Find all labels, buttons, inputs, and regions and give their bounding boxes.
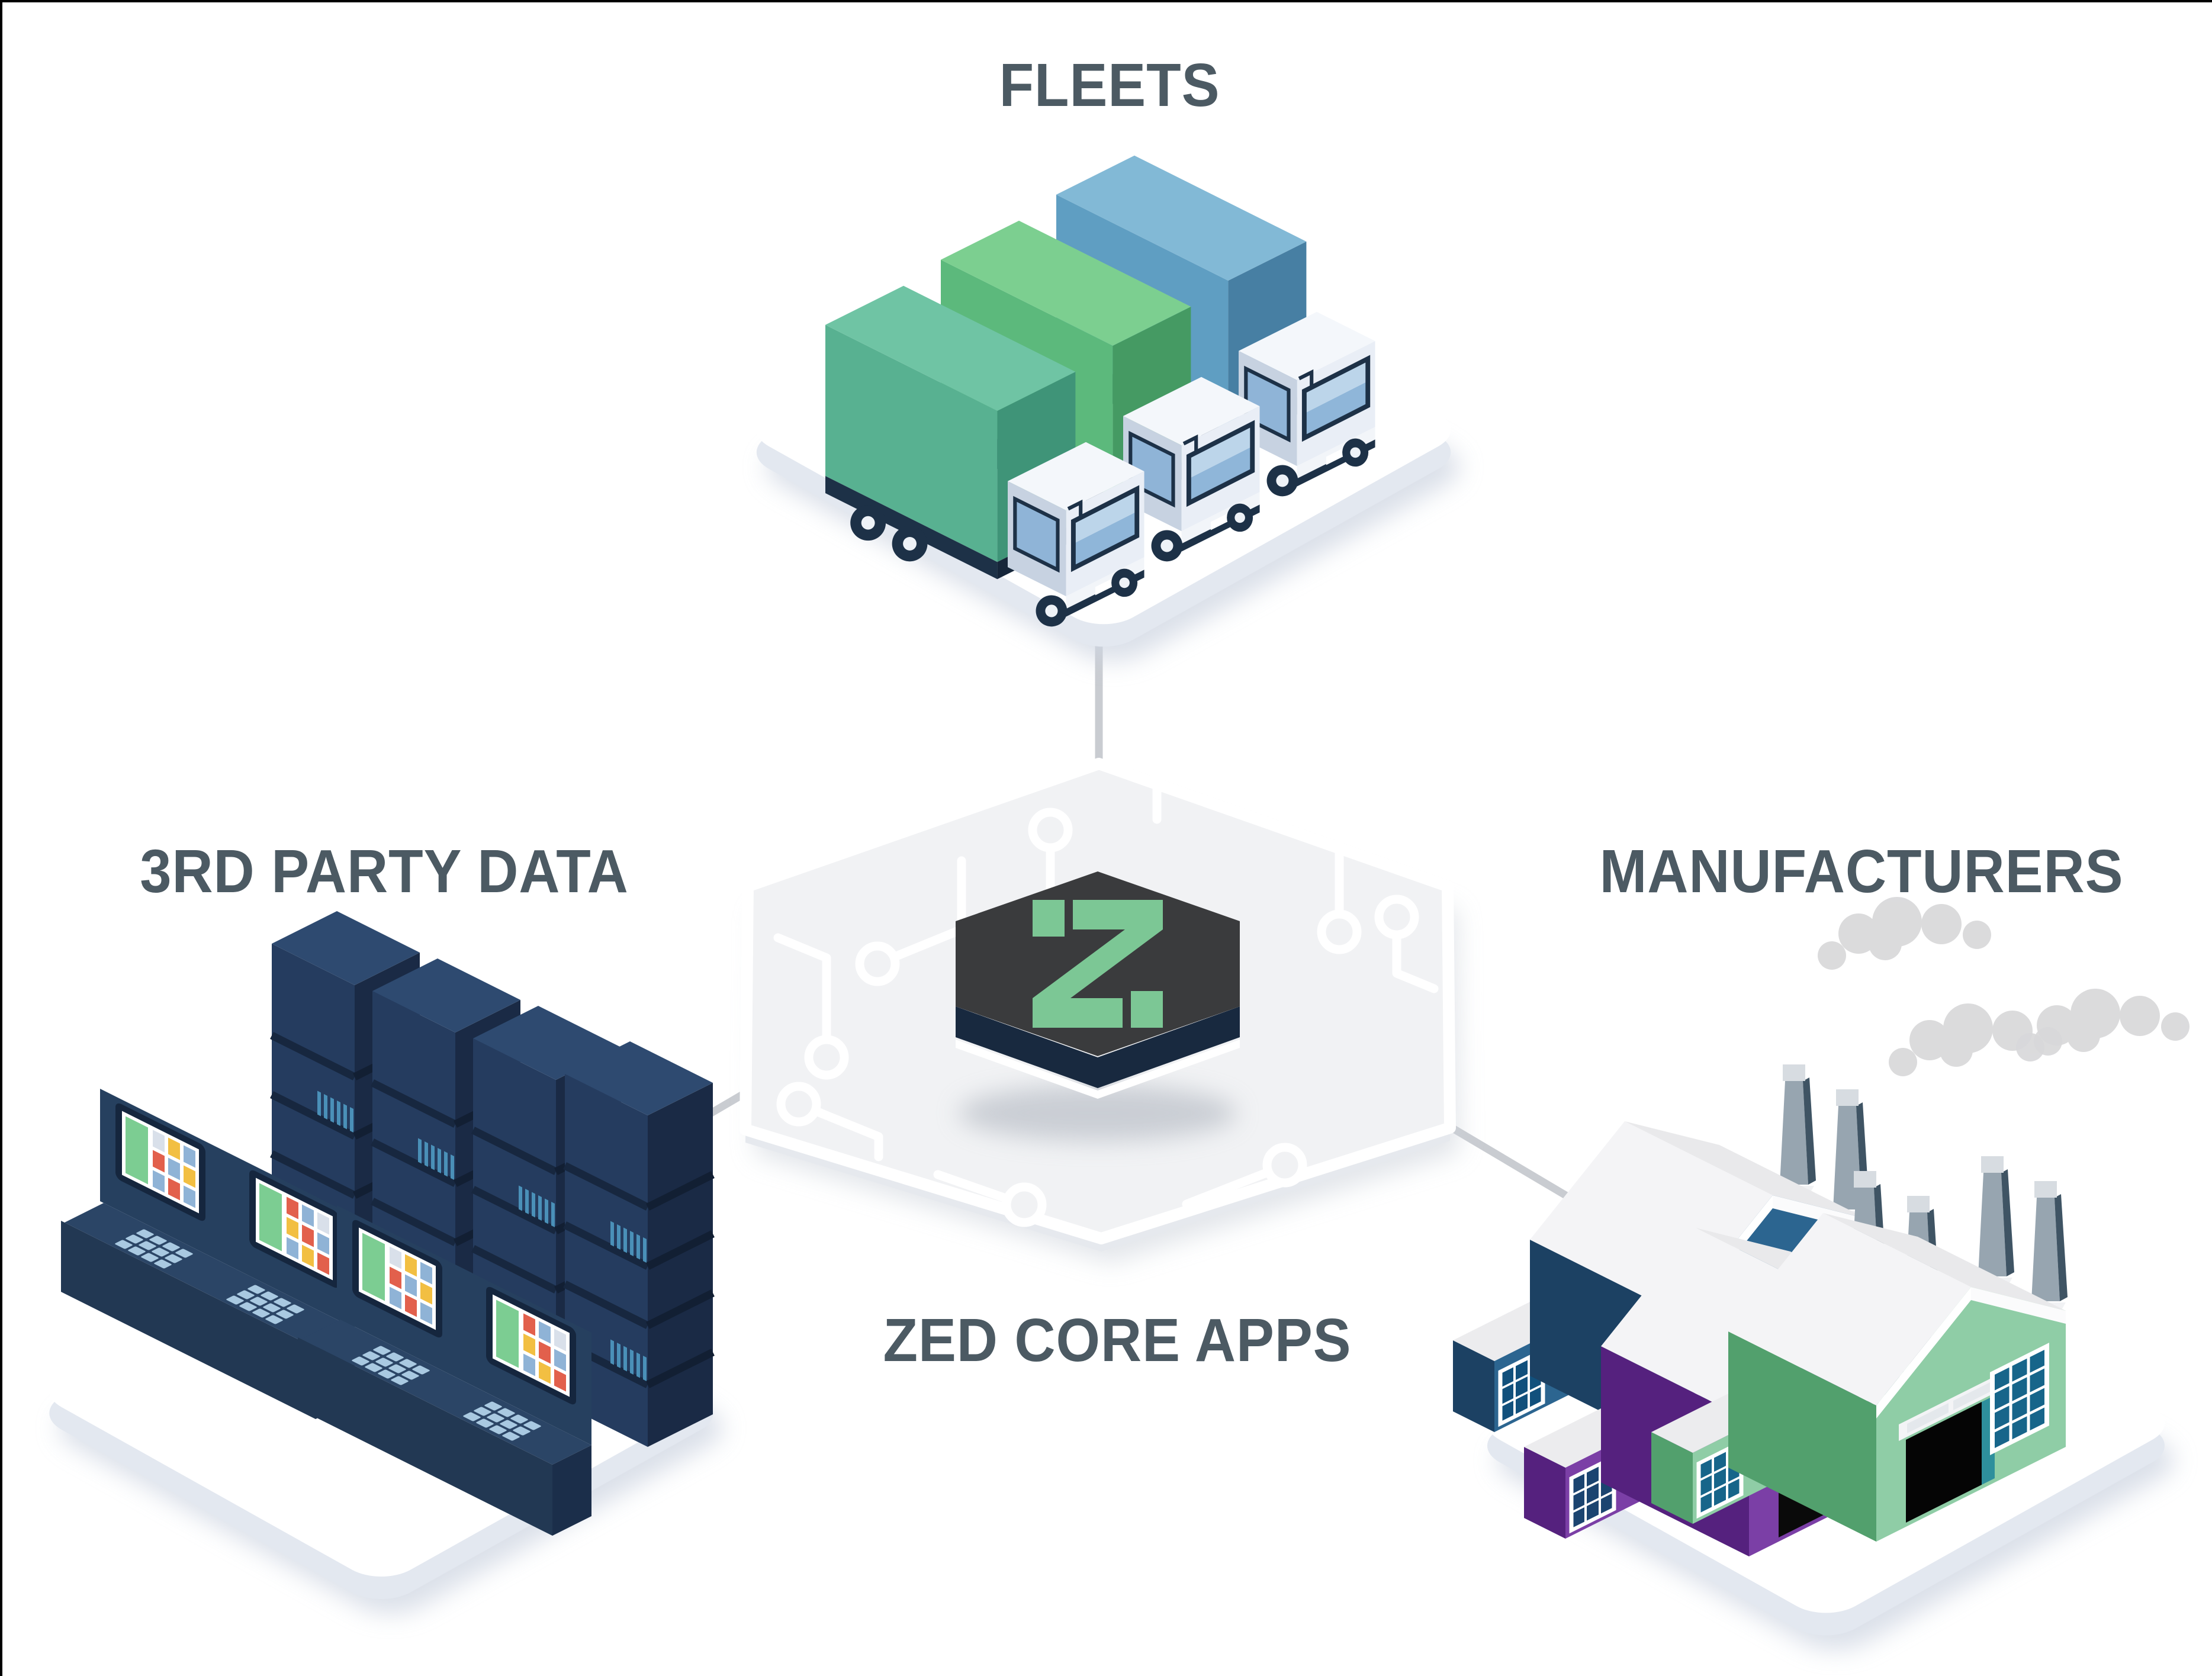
fleets-illustration	[756, 156, 1461, 662]
circuit-traces-icon	[773, 769, 1439, 1227]
third-party-data-label: 3RD PARTY DATA	[140, 837, 629, 905]
manufacturers-label: MANUFACTURERS	[1599, 837, 2124, 905]
factory-icon-green	[1651, 989, 2190, 1542]
manufacturers-illustration	[1453, 897, 2190, 1651]
zed-letter-icon	[1033, 900, 1163, 1028]
hub-tile	[740, 758, 1459, 1263]
garage-door-icon	[1899, 1372, 2002, 1523]
third-party-data-illustration	[49, 911, 723, 1614]
fleets-label: FLEETS	[999, 51, 1220, 119]
zed-core-apps-label: ZED CORE APPS	[883, 1306, 1352, 1374]
zed-logo-hexagon	[956, 871, 1240, 1141]
